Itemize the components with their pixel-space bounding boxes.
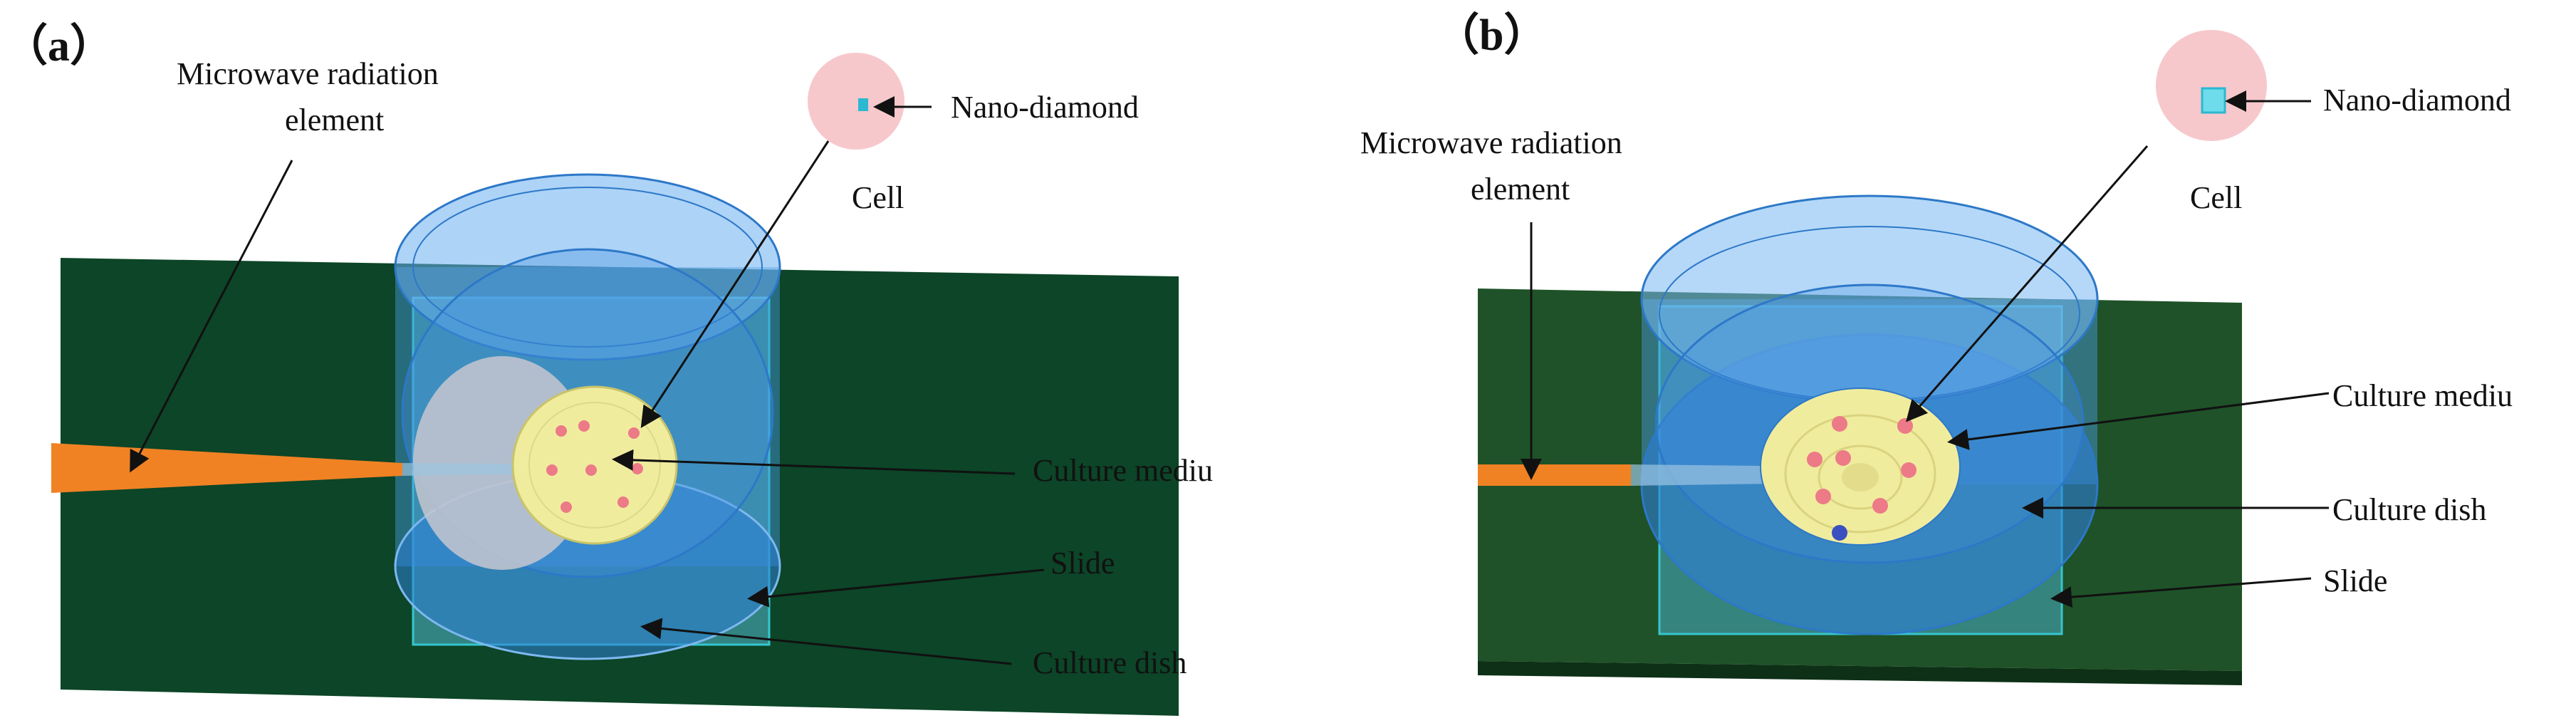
- panel-a-culture-medium-label: Culture mediu: [1033, 453, 1213, 488]
- cell-dot: [578, 420, 590, 432]
- panel-a-leader-lines: [130, 96, 1045, 665]
- panel-a-cell-sphere: [808, 53, 904, 150]
- cell-dot: [1807, 452, 1823, 467]
- cell-dot: [1815, 489, 1831, 504]
- cell-dot: [546, 464, 558, 476]
- panel-a-nano-diamond: [858, 98, 868, 111]
- panel-b-cell-sphere: [2156, 30, 2267, 141]
- panel-a-culture-medium: [511, 385, 678, 545]
- cell-dot: [1897, 418, 1913, 434]
- cell-dot: [1872, 498, 1888, 514]
- panel-b: （b）: [1360, 10, 2513, 685]
- panel-a-label: （a）: [4, 21, 114, 71]
- cell-dot: [632, 463, 643, 474]
- panel-a-microwave-label-line2: element: [285, 103, 384, 137]
- cell-dot: [617, 496, 629, 508]
- panel-a-slide-label: Slide: [1050, 546, 1115, 581]
- panel-b-microwave-element: [1478, 464, 1631, 486]
- panel-b-culture-medium-label: Culture mediu: [2332, 378, 2513, 413]
- cell-dot: [585, 464, 597, 476]
- panel-a-culture-dish-label: Culture dish: [1033, 645, 1187, 680]
- panel-a-microwave-label-line1: Microwave radiation: [177, 56, 439, 91]
- panel-b-nano-diamond-label: Nano-diamond: [2323, 83, 2511, 118]
- cell-dot: [1835, 450, 1851, 466]
- panel-b-leader-lines: [1521, 90, 2330, 608]
- panel-b-nano-diamond: [2201, 87, 2226, 114]
- panel-a-nano-diamond-label: Nano-diamond: [951, 90, 1139, 125]
- panel-b-label: （b）: [1435, 10, 1548, 60]
- cell-dot: [1901, 462, 1917, 478]
- panel-b-microwave-label-line1: Microwave radiation: [1360, 125, 1622, 160]
- panel-a: （a）: [4, 21, 1213, 716]
- panel-b-culture-dish-label: Culture dish: [2332, 492, 2486, 527]
- panel-b-cell-label: Cell: [2190, 180, 2242, 215]
- panel-a-cell-label: Cell: [852, 180, 904, 215]
- cell-dot: [556, 425, 567, 437]
- panel-b-microwave-label-line2: element: [1471, 172, 1570, 207]
- panel-b-board-edge: [1478, 661, 2242, 685]
- panel-b-slide-label: Slide: [2323, 563, 2387, 598]
- cell-dot: [1832, 416, 1847, 432]
- cell-dot: [560, 501, 572, 513]
- cell-dot-blue: [1832, 525, 1847, 541]
- cell-dot: [628, 427, 640, 439]
- panel-b-culture-medium: [1760, 387, 1961, 546]
